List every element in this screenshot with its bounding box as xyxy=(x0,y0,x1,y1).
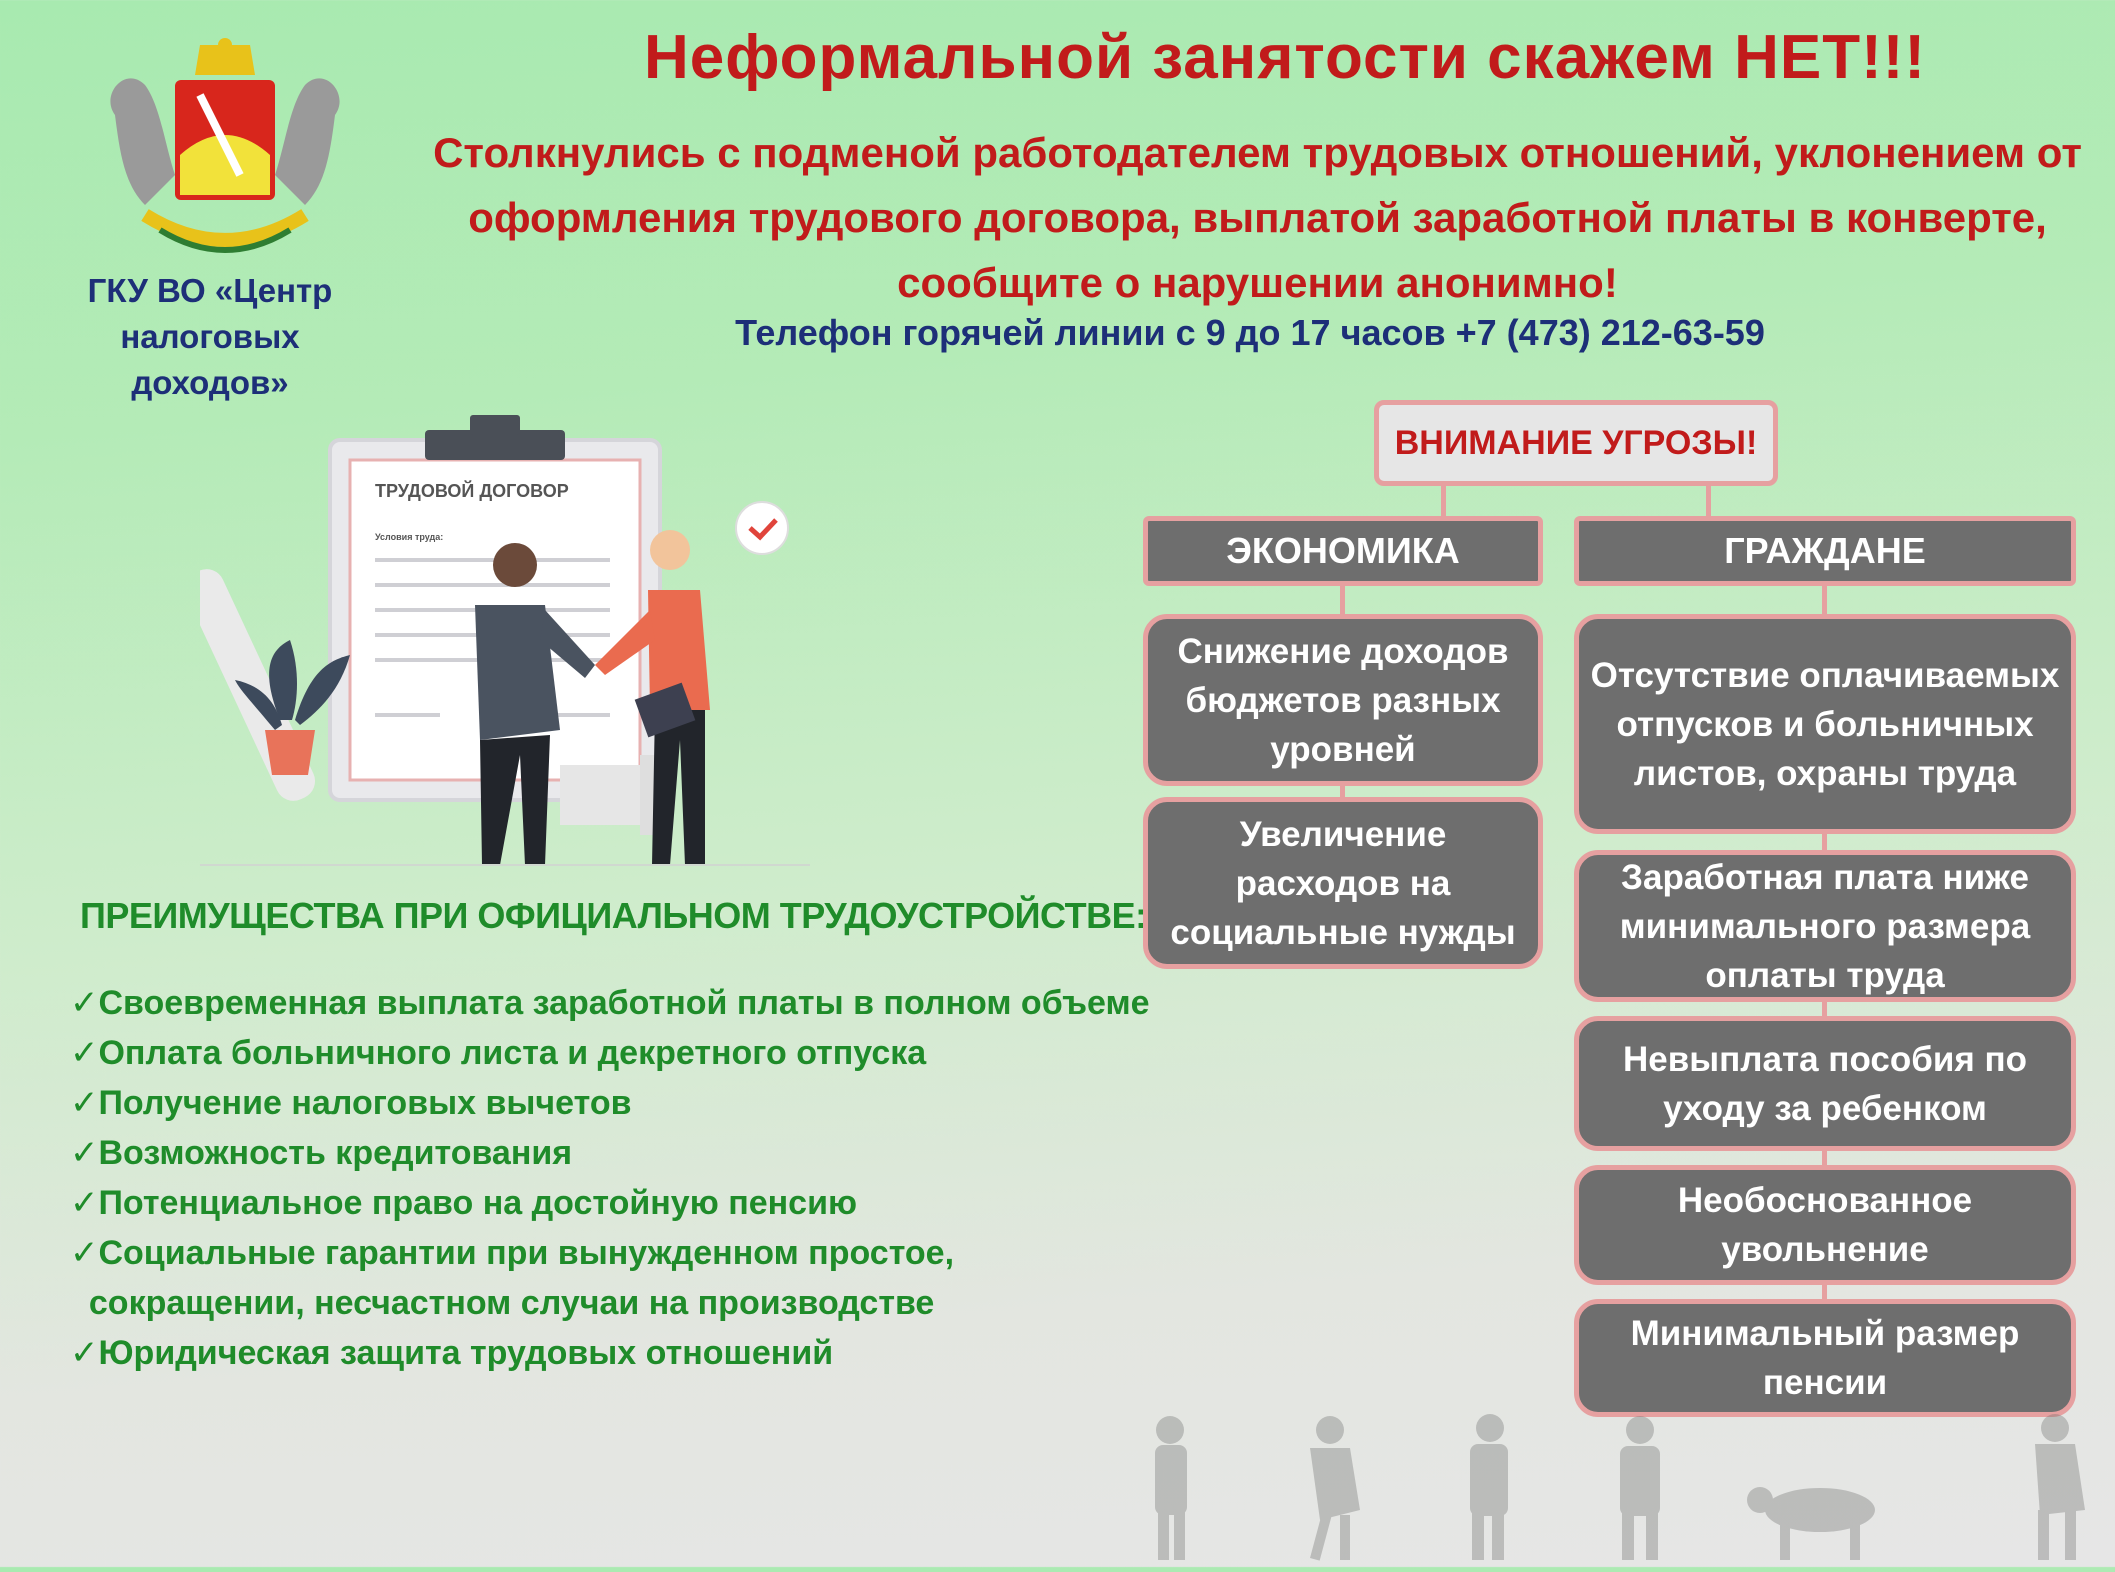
citizens-threat-item: Невыплата пособия по уходу за ребенком xyxy=(1574,1016,2076,1151)
org-line-1: ГКУ ВО «Центр xyxy=(87,272,333,309)
citizens-threat-item: Отсутствие оплачиваемых отпусков и больн… xyxy=(1574,614,2076,834)
benefit-item: ✓Оплата больничного листа и декретного о… xyxy=(70,1034,927,1072)
connector-line xyxy=(1822,1283,1827,1299)
connector-line xyxy=(1822,1149,1827,1165)
benefit-item: ✓Потенциальное право на достойную пенсию xyxy=(70,1184,858,1222)
citizens-threat-item: Необоснованное увольнение xyxy=(1574,1165,2076,1285)
economy-header: ЭКОНОМИКА xyxy=(1143,516,1543,586)
benefit-item: ✓Своевременная выплата заработной платы … xyxy=(70,984,1150,1022)
svg-text:ТРУДОВОЙ ДОГОВОР: ТРУДОВОЙ ДОГОВОР xyxy=(375,480,569,501)
svg-text:Условия труда:: Условия труда: xyxy=(375,532,443,542)
connector-line xyxy=(1822,832,1827,852)
org-line-2: налоговых доходов» xyxy=(120,318,300,401)
benefit-item: ✓Получение налоговых вычетов xyxy=(70,1084,632,1122)
worker-silhouettes-decoration xyxy=(1120,1410,2115,1567)
subtitle-line: Столкнулись с подменой работодателем тру… xyxy=(433,129,2082,176)
benefits-list: ✓Своевременная выплата заработной платы … xyxy=(70,978,1150,1378)
threats-heading: ВНИМАНИЕ УГРОЗЫ! xyxy=(1374,400,1778,486)
economy-threat-item: Увеличение расходов на социальные нужды xyxy=(1143,797,1543,969)
connector-line xyxy=(1822,584,1827,614)
citizens-header: ГРАЖДАНЕ xyxy=(1574,516,2076,586)
benefit-item-continued: сокращении, несчастном случаи на произво… xyxy=(70,1284,935,1322)
benefits-heading: ПРЕИМУЩЕСТВА ПРИ ОФИЦИАЛЬНОМ ТРУДОУСТРОЙ… xyxy=(80,895,1147,936)
connector-line xyxy=(1340,784,1345,799)
handshake-contract-illustration: ТРУДОВОЙ ДОГОВОР Условия труда: xyxy=(184,410,820,880)
coat-of-arms-logo xyxy=(105,35,345,265)
hotline-phone: Телефон горячей линии с 9 до 17 часов +7… xyxy=(735,312,1765,353)
economy-threat-item: Снижение доходов бюджетов разных уровней xyxy=(1143,614,1543,786)
benefit-item: ✓Социальные гарантии при вынужденном про… xyxy=(70,1234,955,1272)
subtitle-line: оформления трудового договора, выплатой … xyxy=(468,194,2047,241)
subtitle: Столкнулись с подменой работодателем тру… xyxy=(400,120,2115,315)
connector-line xyxy=(1441,486,1446,516)
citizens-threat-item: Минимальный размер пенсии xyxy=(1574,1299,2076,1417)
benefit-item: ✓Возможность кредитования xyxy=(70,1134,573,1172)
benefit-item: ✓Юридическая защита трудовых отношений xyxy=(70,1334,834,1372)
connector-line xyxy=(1706,486,1711,516)
citizens-threat-item: Заработная плата ниже минимального разме… xyxy=(1574,850,2076,1002)
page-title: Неформальной занятости скажем НЕТ!!! xyxy=(643,23,1927,92)
organization-name: ГКУ ВО «Центр налоговых доходов» xyxy=(40,268,380,406)
connector-line xyxy=(1822,1000,1827,1016)
subtitle-line: сообщите о нарушении анонимно! xyxy=(897,259,1618,306)
connector-line xyxy=(1340,584,1345,614)
